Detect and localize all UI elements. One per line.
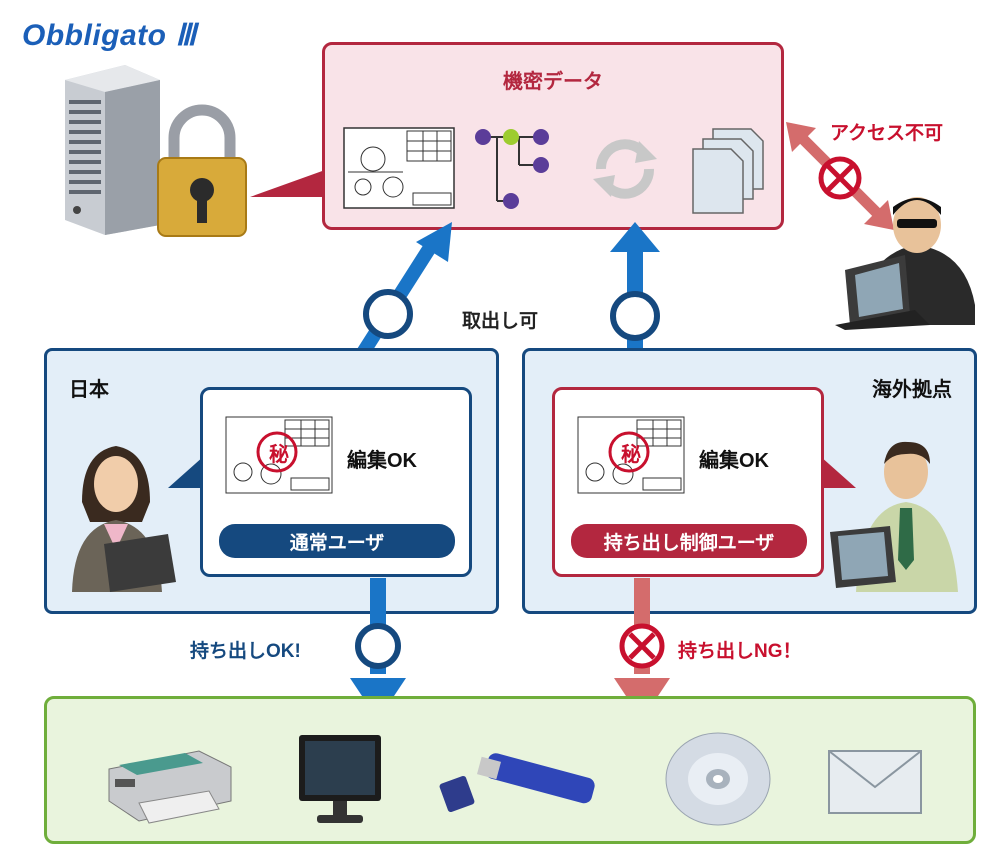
- product-logo: Obbligato Ⅲ: [22, 19, 197, 52]
- export-ok-label: 持ち出しOK!: [190, 641, 301, 662]
- confidential-data-title: 機密データ: [503, 71, 603, 93]
- japan-site-title: 日本: [69, 379, 109, 401]
- monitor-icon: [299, 735, 381, 823]
- pointer-overseas: [820, 456, 856, 488]
- envelope-icon: [828, 750, 922, 814]
- cd-icon: [665, 732, 771, 826]
- confidential-data-box: 機密データ: [322, 42, 784, 230]
- access-denied-arrow: [786, 122, 894, 230]
- callout-pointer: [250, 170, 325, 197]
- printer-icon: [108, 750, 232, 824]
- external-devices-box: [44, 696, 976, 844]
- confidential-drawing-icon: [225, 416, 333, 494]
- edit-ok-label: 編集OK: [347, 450, 417, 472]
- secret-stamp: 秘: [621, 444, 641, 466]
- man-user-icon: [830, 441, 958, 592]
- pointer-japan: [168, 456, 204, 488]
- sync-icon: [593, 139, 657, 199]
- export-ng-label: 持ち出しNG！: [678, 641, 802, 662]
- secret-stamp: 秘: [269, 444, 289, 466]
- edit-ok-label: 編集OK: [699, 450, 769, 472]
- usb-drive-icon: [439, 753, 595, 813]
- overseas-user-card: 秘 編集OK 持ち出し制御ユーザ: [552, 387, 824, 577]
- hacker-icon: [835, 197, 975, 330]
- tree-icon: [475, 129, 549, 209]
- server-icon: [65, 65, 160, 235]
- export-controlled-user-badge: 持ち出し制御ユーザ: [571, 524, 807, 558]
- extract-allowed-label: 取出し可: [462, 311, 539, 332]
- blueprint-icon: [343, 127, 455, 209]
- confidential-drawing-icon: [577, 416, 685, 494]
- woman-user-icon: [72, 446, 176, 592]
- normal-user-badge: 通常ユーザ: [219, 524, 455, 558]
- overseas-site-title: 海外拠点: [872, 379, 952, 401]
- japan-user-card: 秘 編集OK 通常ユーザ: [200, 387, 472, 577]
- access-denied-label: アクセス不可: [830, 123, 944, 144]
- padlock-icon: [157, 104, 247, 237]
- documents-icon: [692, 128, 764, 214]
